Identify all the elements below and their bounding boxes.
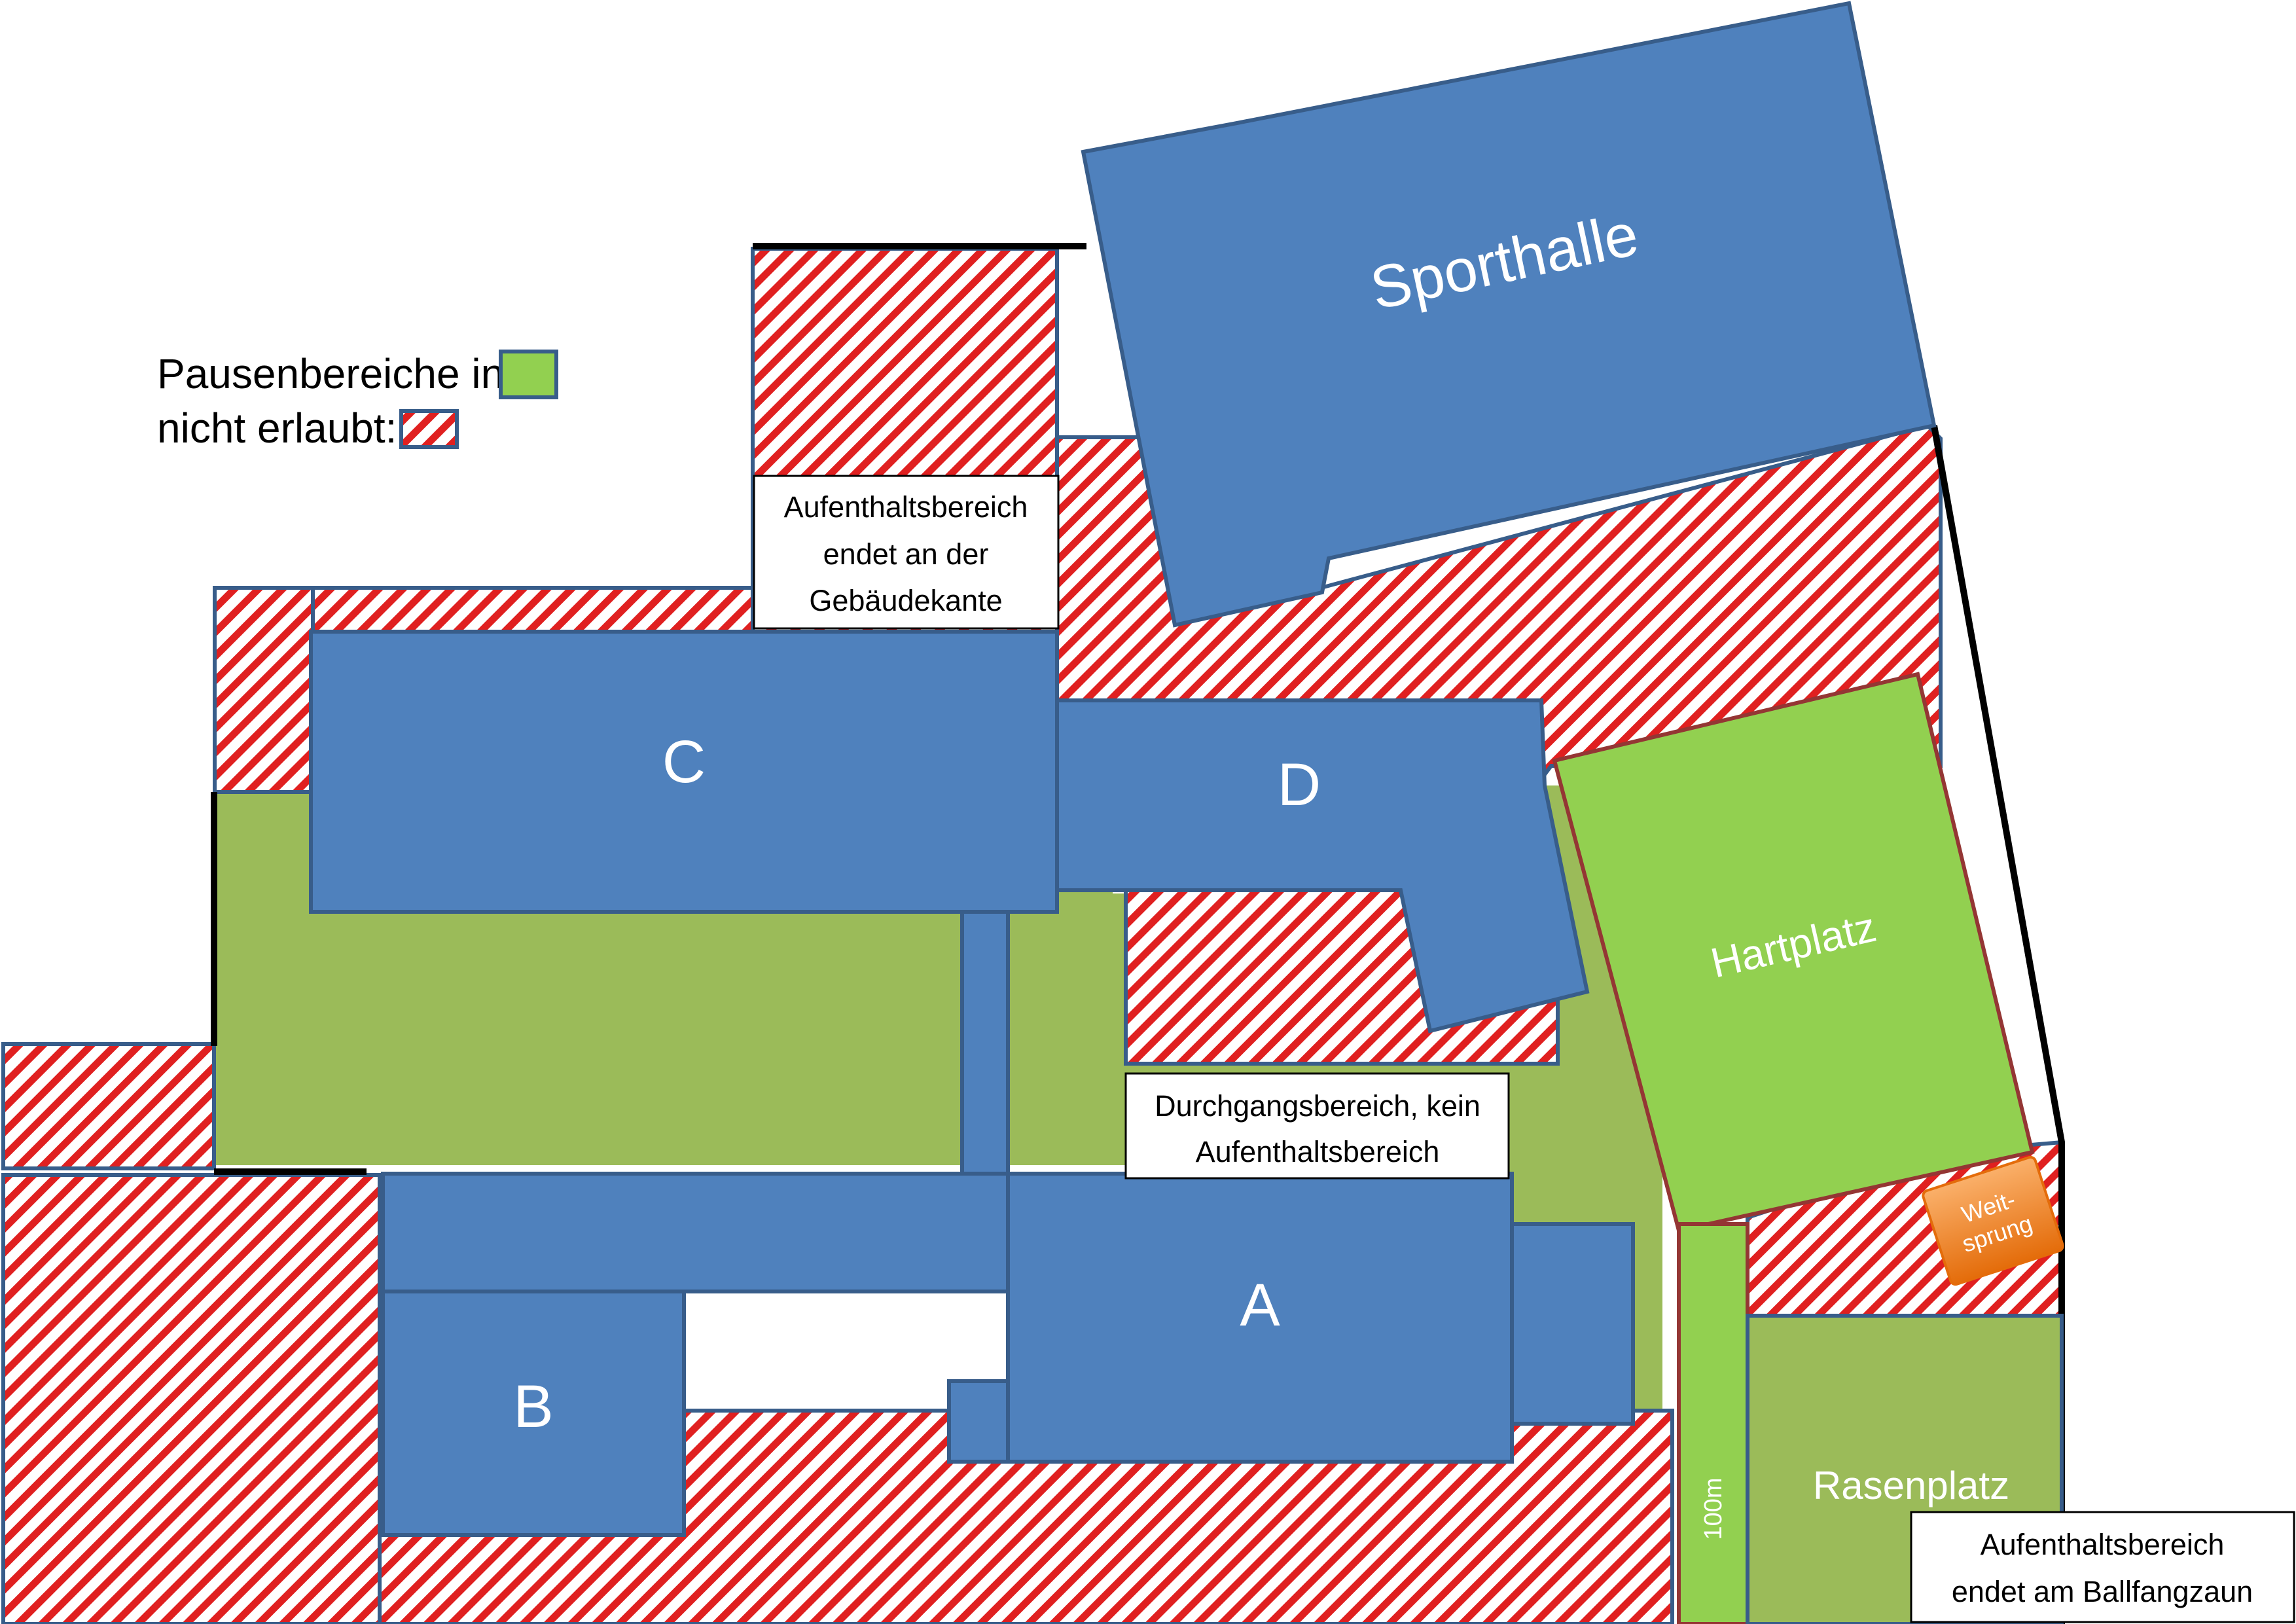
rasenplatz-label: Rasenplatz — [1813, 1464, 2009, 1507]
legend-forbidden-swatch — [399, 409, 459, 449]
building-corridor — [381, 1172, 1010, 1293]
legend-allowed-swatch — [499, 350, 558, 399]
hartplatz-field — [1552, 672, 2035, 1233]
rasenplatz-field — [1746, 1314, 2064, 1624]
forbidden-area-west-strip — [213, 586, 315, 794]
weitsprung-pit: Weit- sprung — [1922, 1155, 2064, 1286]
note-building-edge-line1: Aufenthaltsbereich — [784, 490, 1028, 524]
building-b-label: B — [513, 1373, 553, 1440]
legend-forbidden-label: nicht erlaubt: — [157, 405, 397, 452]
note-fence-line1: Aufenthaltsbereich — [1981, 1528, 2225, 1561]
note-passage-line1: Durchgangsbereich, kein — [1155, 1089, 1480, 1123]
building-a-label: A — [1240, 1272, 1280, 1339]
note-fence-line2: endet am Ballfangzaun — [1952, 1575, 2253, 1608]
legend: Pausenbereiche in: nicht erlaubt: — [157, 350, 558, 452]
note-building-edge-line2: endet an der — [823, 537, 989, 571]
building-a-stub — [947, 1379, 1010, 1464]
building-d — [1055, 698, 1590, 1034]
building-sporthalle — [1081, 1, 1937, 628]
building-c-label: C — [662, 729, 706, 795]
building-d-label: D — [1278, 751, 1321, 818]
forbidden-area-far-west — [1, 1042, 216, 1170]
note-fence: Aufenthaltsbereich endet am Ballfangzaun — [1910, 1511, 2295, 1623]
note-passage-line2: Aufenthaltsbereich — [1196, 1135, 1440, 1168]
track-100m — [1677, 1222, 1749, 1624]
building-connector-c-a — [960, 910, 1010, 1176]
building-b — [381, 1290, 686, 1537]
note-passage: Durchgangsbereich, kein Aufenthaltsberei… — [1124, 1072, 1510, 1180]
building-a — [1006, 1172, 1514, 1464]
note-building-edge: Aufenthaltsbereich endet an der Gebäudek… — [753, 475, 1060, 630]
building-c — [309, 630, 1059, 914]
forbidden-area-southwest — [1, 1173, 382, 1624]
track-100m-label: 100m — [1700, 1477, 1727, 1540]
building-a-annex — [1510, 1222, 1635, 1426]
forbidden-area-north-strip — [311, 586, 755, 636]
legend-allowed-label: Pausenbereiche in: — [157, 350, 516, 397]
note-building-edge-line3: Gebäudekante — [809, 584, 1002, 617]
